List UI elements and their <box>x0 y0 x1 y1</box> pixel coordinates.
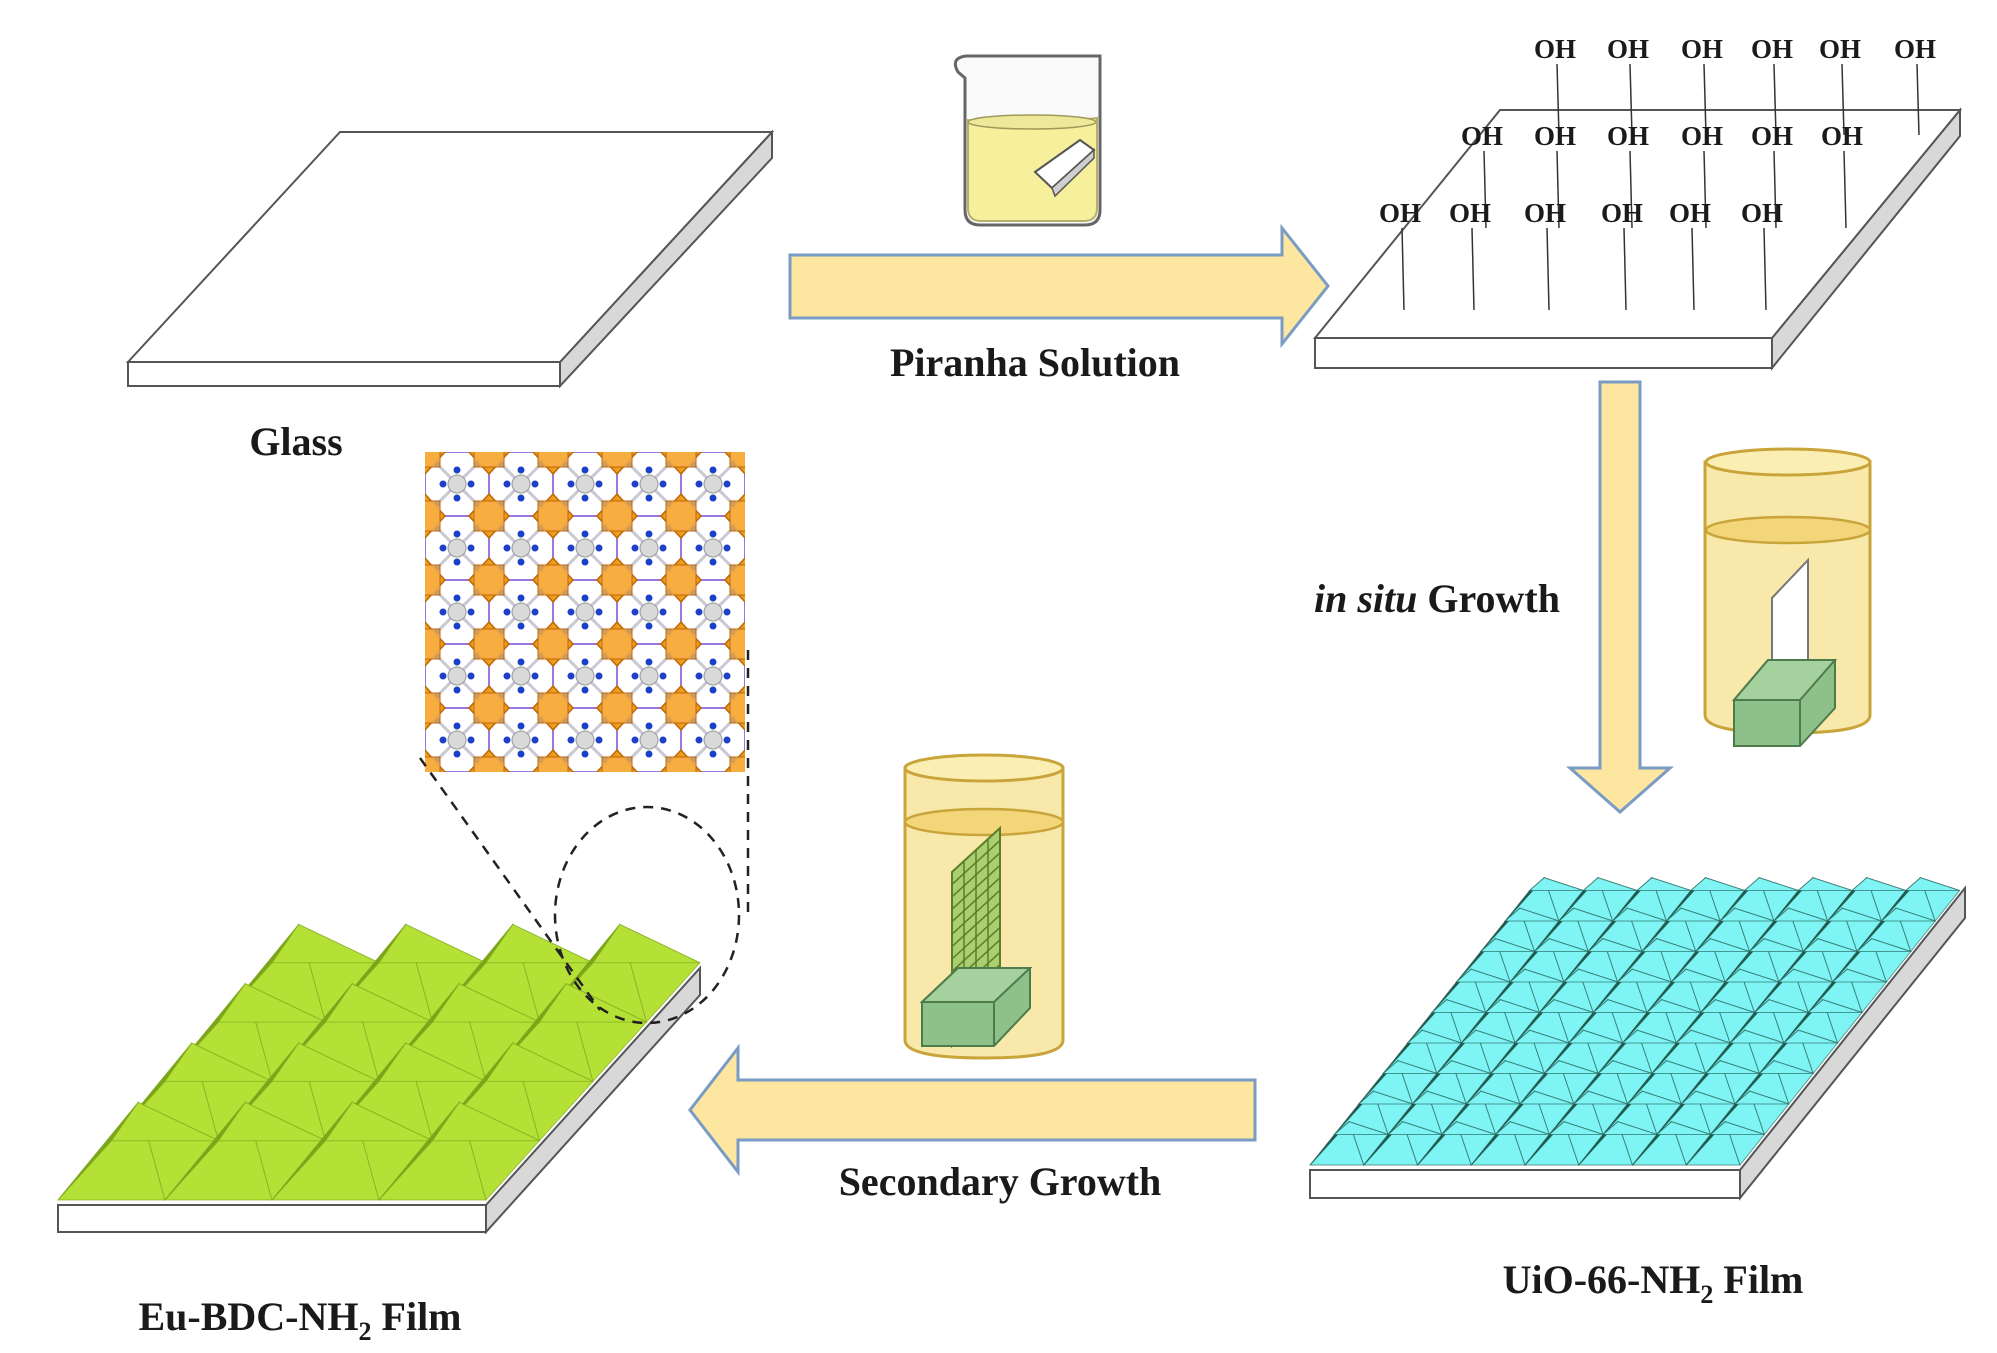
eu-crystal <box>431 923 594 1024</box>
piranha-label: Piranha Solution <box>890 340 1180 385</box>
oh-bond <box>1703 150 1707 229</box>
hydroxyl-label: OH <box>1751 121 1793 151</box>
eu-film-label: Eu-BDC-NH2 Film <box>138 1294 461 1346</box>
hydroxyl-label: OH <box>1819 34 1861 64</box>
oh-bond <box>1763 227 1767 311</box>
arrow-left <box>688 1043 1257 1177</box>
hydroxylated-glass: OH OH OH OH OH OH OH OH OH OH OH OH OH OH OH OH OH OH <box>1312 34 1963 371</box>
secondary-label: Secondary Growth <box>839 1159 1162 1204</box>
oh-bond <box>1623 227 1627 311</box>
uio-film <box>1308 876 1966 1201</box>
uio-crystal <box>1430 968 1511 1014</box>
in-situ-label: in situ Growth <box>1314 576 1560 621</box>
uio-crystal <box>1577 1120 1658 1167</box>
oh-bond <box>1843 150 1847 229</box>
oh-bond <box>1773 63 1777 136</box>
oh-bond <box>1916 63 1920 136</box>
zoom-callout <box>418 650 750 1025</box>
uio-crystal <box>1831 937 1912 984</box>
hydroxyl-label: OH <box>1607 34 1649 64</box>
uio-crystal <box>1631 1120 1712 1167</box>
eu-crystal <box>270 1101 434 1202</box>
hydroxyl-label: OH <box>1461 121 1503 151</box>
growth-jar-icon <box>1703 447 1872 747</box>
uio-crystal <box>1362 1120 1443 1167</box>
glass-slide <box>125 129 775 389</box>
hydroxyl-label: OH <box>1741 198 1783 228</box>
oh-bond <box>1546 227 1550 311</box>
oh-bond <box>1773 150 1777 229</box>
hydroxyl-label: OH <box>1669 198 1711 228</box>
hydroxyl-label: OH <box>1681 34 1723 64</box>
uio-crystal <box>1680 1059 1761 1106</box>
secondary-jar-icon <box>903 753 1065 1060</box>
oh-bond <box>1483 150 1487 229</box>
arrow-right <box>788 223 1330 349</box>
eu-crystal <box>377 1101 541 1202</box>
uio-crystal <box>1308 1120 1389 1167</box>
uio-crystal <box>1357 1059 1438 1106</box>
hydroxyl-label: OH <box>1607 121 1649 151</box>
hydroxyl-label: OH <box>1534 121 1576 151</box>
oh-bond <box>1556 150 1560 229</box>
eu-crystal <box>163 1101 327 1202</box>
hydroxyl-label: OH <box>1751 34 1793 64</box>
hydroxyl-label: OH <box>1449 198 1491 228</box>
eu-crystal <box>324 1041 487 1142</box>
hydroxyl-label: OH <box>1821 121 1863 151</box>
oh-bond <box>1703 63 1707 136</box>
hydroxyl-label: OH <box>1524 198 1566 228</box>
oh-bond <box>1629 63 1633 136</box>
oh-bond <box>1691 227 1695 311</box>
oh-bond <box>1471 227 1475 311</box>
oh-bond <box>1401 227 1405 311</box>
oh-bond <box>1841 63 1845 136</box>
hydroxyl-label: OH <box>1601 198 1643 228</box>
uio-crystal <box>1685 1120 1766 1167</box>
eu-film <box>56 923 701 1235</box>
uio-crystal <box>1562 937 1643 984</box>
hydroxyl-label: OH <box>1894 34 1936 64</box>
mof-structure-icon <box>425 452 745 772</box>
uio-crystal <box>1694 907 1775 953</box>
oh-bond <box>1629 150 1633 229</box>
uio-crystal <box>1772 876 1853 923</box>
glass-label: Glass <box>249 419 342 464</box>
hydroxyl-label: OH <box>1379 198 1421 228</box>
oh-bond <box>1556 63 1560 136</box>
uio-crystal <box>1470 1120 1551 1167</box>
arrow-down <box>1566 380 1674 814</box>
hydroxyl-label: OH <box>1534 34 1576 64</box>
uio-crystal <box>1724 937 1805 984</box>
uio-crystal <box>1416 1120 1497 1167</box>
uio-crystal <box>1572 1059 1653 1106</box>
hydroxyl-groups: OH OH OH OH OH OH OH OH OH OH OH OH OH OH OH OH OH OH <box>1379 34 1936 311</box>
eu-crystal <box>56 1101 220 1202</box>
uio-crystal <box>1597 1029 1678 1075</box>
beaker-icon <box>953 54 1102 227</box>
uio-film-label: UiO-66-NH2 Film <box>1503 1257 1804 1309</box>
hydroxyl-label: OH <box>1681 121 1723 151</box>
